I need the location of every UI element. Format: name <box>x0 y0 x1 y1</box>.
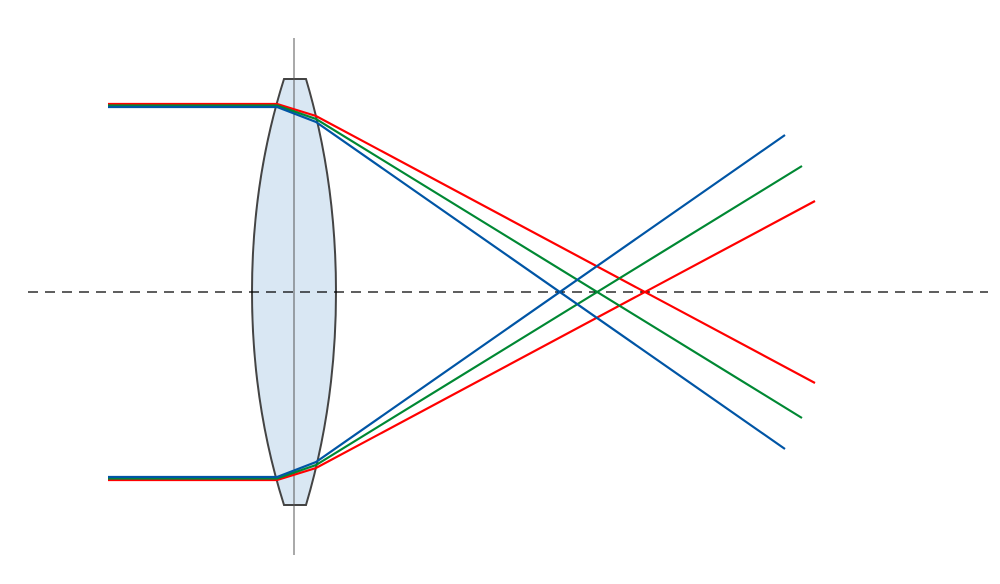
red-ray-upper <box>108 102 816 384</box>
red-ray-lower <box>108 200 816 482</box>
green-ray-upper <box>108 104 803 419</box>
blue-ray-lower <box>108 134 786 479</box>
rays <box>108 102 816 482</box>
blue-ray-upper <box>108 105 786 450</box>
green-ray-lower <box>108 165 803 480</box>
